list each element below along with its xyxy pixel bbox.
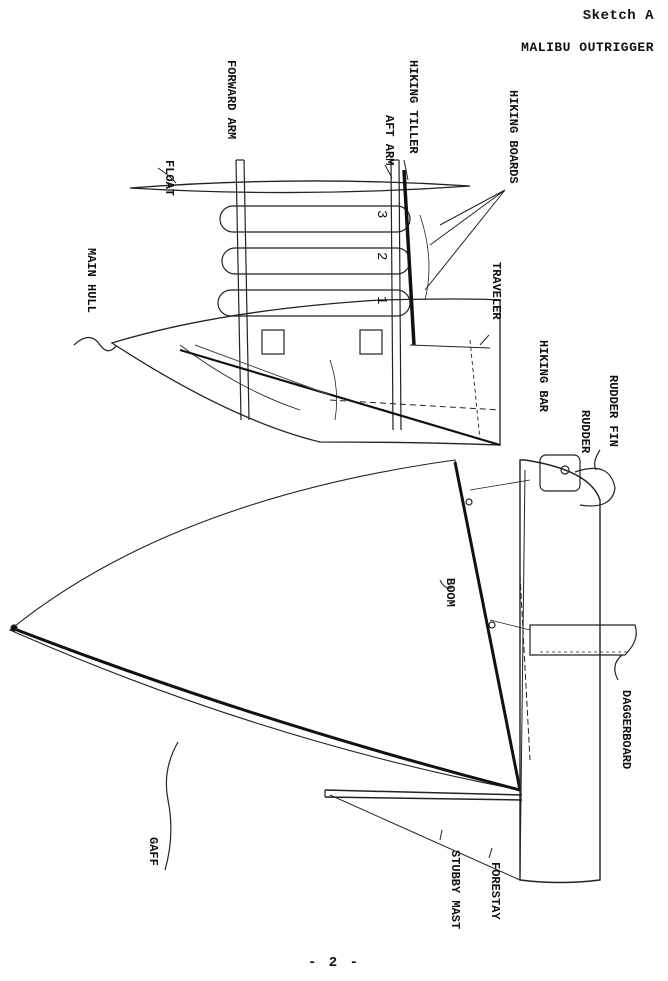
aft-arm [390,159,402,431]
boom-spar [453,461,522,791]
board-number-2: 2 [373,252,389,260]
forestay-line [329,794,521,881]
boom-label: BOOM [443,578,457,607]
sketch-label: Sketch A [582,8,654,24]
hull-hatch-1 [261,329,285,355]
hiking-boards-leader [424,189,506,291]
sail-shape [8,459,521,791]
hull-hatch-2 [359,329,383,355]
hiking-tiller-bar [402,169,416,346]
sail-assembly [8,454,637,884]
page-number: - 2 - [307,955,360,971]
aft-arm-label: AFT ARM [382,115,396,165]
traveler-label: TRAVELER [489,262,503,320]
float-label: FLOAT [162,160,176,196]
rudder-fin-leader [594,449,601,471]
board-number-1: 1 [373,296,389,304]
daggerboard-leader [614,654,623,681]
daggerboard-shape [529,624,637,656]
main-hull-label: MAIN HULL [84,248,98,313]
traveler-line [409,344,491,349]
rudder-label: RUDDER [578,410,592,454]
float-leader [157,167,177,184]
forward-arm-label: FORWARD ARM [224,60,238,139]
main-hull-shape [110,298,501,446]
main-hull-leader [73,336,117,352]
outrigger-assembly [110,159,501,447]
hiking-tiller-label: HIKING TILLER [406,60,420,154]
sketch-title: MALIBU OUTRIGGER [521,40,654,55]
stubby-mast [324,789,523,801]
lower-hull-shape [519,459,601,884]
stubby-mast-label: STUBBY MAST [448,850,462,929]
hiking-boards-label: HIKING BOARDS [506,90,520,184]
gaff-spar [11,626,521,792]
rudder-fin-label: RUDDER FIN [606,375,620,447]
daggerboard-label: DAGGERBOARD [619,690,633,769]
rudder-part [539,454,616,507]
gaff-label: GAFF [146,837,160,866]
forestay-label: FORESTAY [488,862,502,920]
hiking-board-3 [219,205,411,233]
gaff-leader [164,741,179,871]
board-number-3: 3 [373,210,389,218]
hiking-bar-label: HIKING BAR [536,340,550,413]
hiking-bar-line [329,399,501,411]
float-shape [129,180,471,194]
